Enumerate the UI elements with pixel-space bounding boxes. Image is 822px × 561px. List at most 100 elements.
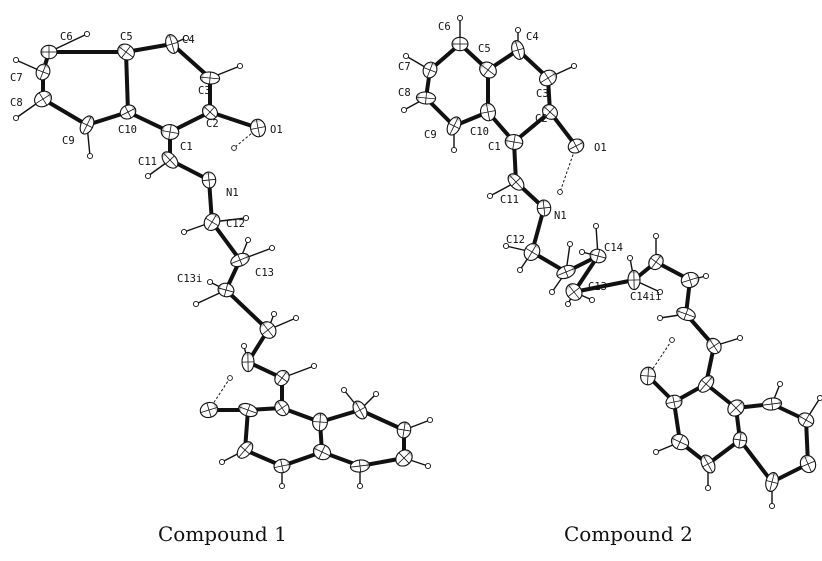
hydrogen-atom-c2-8: [517, 267, 522, 272]
atom-label-c2-C4: C4: [526, 31, 539, 43]
hydrogen-atom-c2-23: [777, 381, 782, 386]
hydrogen-atom-c1-11: [193, 301, 198, 306]
atom-label-c1-C3: C3: [198, 85, 211, 97]
hydrogen-atom-c1-0: [84, 31, 89, 36]
hydrogen-atom-c1-21: [427, 417, 432, 422]
atom-c1-C10: [118, 102, 138, 121]
hydrogen-atom-c2-2: [403, 53, 408, 58]
atom-c1-A5: [272, 398, 292, 419]
atom-c1-A13: [350, 459, 371, 473]
hydrogen-atom-c1-20: [425, 463, 430, 468]
atom-label-c1-O1: O1: [270, 124, 283, 136]
atom-c1-C7: [34, 62, 52, 82]
atom-label-c1-C6: C6: [60, 31, 73, 43]
hydrogen-atom-c1-16: [311, 363, 316, 368]
hydrogen-atom-c2-25: [817, 395, 822, 400]
atom-label-c1-C13i: C13i: [177, 273, 202, 285]
hydrogen-atom-c2-20: [737, 335, 742, 340]
atom-label-c2-N1: N1: [554, 210, 567, 222]
atom-layer: [13, 15, 822, 508]
atom-label-c1-C12: C12: [226, 218, 245, 230]
hydrogen-atom-c2-17: [653, 233, 658, 238]
hydrogen-atom-c1-13: [293, 315, 298, 320]
atom-label-c1-C1: C1: [180, 141, 193, 153]
atom-c1-A6: [312, 413, 328, 432]
atom-label-c2-C2: C2: [535, 113, 548, 125]
atom-c1-A12: [393, 447, 416, 470]
caption-compound-1: Compound 1: [158, 522, 287, 546]
atom-label-c2-C14ii: C14ii: [630, 291, 662, 303]
atom-c1-A4: [237, 401, 259, 419]
atom-c1-A7: [234, 439, 256, 461]
hydrogen-atom-c2-9: [567, 241, 572, 246]
atom-c1-A2: [242, 352, 254, 371]
hydrogen-atom-c2-1: [515, 27, 520, 32]
hydrogen-atom-c2-13: [565, 301, 570, 306]
hydrogen-atom-c2-12: [579, 249, 584, 254]
hydrogen-atom-c2-11: [593, 223, 598, 228]
hbond-hydrogen-c1-1: [228, 376, 233, 381]
atom-label-c2-C8: C8: [398, 87, 411, 99]
atom-label-c1-C5: C5: [120, 31, 133, 43]
hydrogen-atom-c1-17: [219, 459, 224, 464]
atom-label-c2-C6: C6: [438, 21, 451, 33]
atom-label-c1-C13: C13: [255, 267, 274, 279]
hydrogen-atom-c2-16: [627, 255, 632, 260]
atom-label-c1-C4: C4: [182, 34, 195, 46]
atom-label-c1-C11: C11: [138, 156, 157, 168]
hydrogen-atom-c2-3: [401, 107, 406, 112]
atom-c2-Co: [798, 453, 819, 475]
atom-c1-O2: [198, 400, 219, 419]
hydrogen-atom-c1-12: [207, 279, 212, 284]
hydrogen-atom-c2-22: [705, 485, 710, 490]
atom-c1-C8: [32, 88, 55, 110]
atom-label-c2-C1: C1: [488, 141, 501, 153]
hydrogen-atom-c1-6: [145, 173, 150, 178]
atom-label-c2-O1: O1: [594, 142, 607, 154]
atom-c2-C14ii: [628, 270, 640, 289]
hbond-hydrogen-c2-1: [670, 338, 675, 343]
atom-c2-C6: [452, 37, 468, 50]
hydrogen-bond-layer: [209, 128, 672, 410]
atom-c2-Cn: [796, 410, 817, 430]
hydrogen-atom-c2-0: [457, 15, 462, 20]
atom-c2-C8: [416, 91, 436, 105]
atom-c2-N1: [537, 199, 552, 216]
atom-label-c2-C5: C5: [478, 43, 491, 55]
hydrogen-atom-c1-9: [269, 245, 274, 250]
atom-label-c1-C10: C10: [118, 124, 137, 136]
hydrogen-atom-c1-2: [237, 63, 242, 68]
atom-label-c1-C9: C9: [62, 135, 75, 147]
atom-label-c1-C8: C8: [10, 97, 23, 109]
atom-label-c2-C14: C14: [604, 242, 623, 254]
hydrogen-atom-c2-10: [549, 289, 554, 294]
atom-c2-C13: [563, 281, 585, 304]
atom-label-c1-C2: C2: [206, 118, 219, 130]
atom-c1-A3: [272, 368, 292, 389]
hydrogen-atom-c1-7: [181, 229, 186, 234]
bond-c1-C5-C10: [126, 52, 128, 112]
atom-c1-A11: [396, 421, 412, 439]
atom-c1-C5: [115, 41, 138, 63]
atom-c1-A8: [273, 458, 291, 474]
hydrogen-atom-c2-4: [571, 63, 576, 68]
atom-label-c1-C7: C7: [10, 72, 23, 84]
hydrogen-atom-c1-14: [271, 311, 276, 316]
bond-layer: [16, 18, 820, 506]
caption-compound-2: Compound 2: [564, 522, 693, 546]
atom-c1-C11: [159, 149, 181, 171]
hydrogen-atom-c1-19: [357, 483, 362, 488]
hydrogen-atom-c2-18: [703, 273, 708, 278]
atom-c1-C1: [160, 123, 180, 141]
atom-c1-C13: [229, 251, 251, 269]
atom-label-c2-C3: C3: [536, 88, 549, 100]
hydrogen-atom-c1-23: [341, 387, 346, 392]
atom-c1-C9: [77, 114, 96, 137]
atom-c1-C6: [41, 45, 57, 58]
atom-label-c1-N1: N1: [226, 187, 239, 199]
atom-label-c2-C9: C9: [424, 129, 437, 141]
hydrogen-atom-c1-10: [245, 237, 250, 242]
